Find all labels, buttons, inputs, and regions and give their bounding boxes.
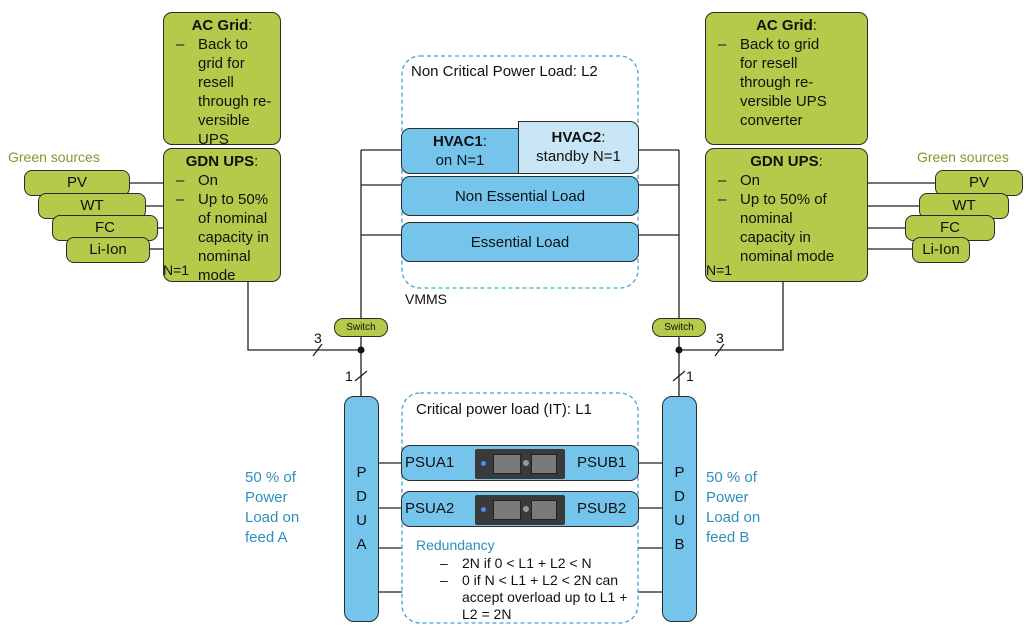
- critical-title: Critical power load (IT): L1: [416, 401, 592, 418]
- pdu-a-letter: D: [356, 488, 367, 505]
- hvac1-status: on N=1: [435, 152, 485, 169]
- redundancy-item: 2N if 0 < L1 + L2 < N: [440, 555, 638, 572]
- server-icon: [475, 495, 565, 525]
- right-wire-count-three: 3: [716, 330, 724, 346]
- left-ups-title: GDN UPS:: [185, 153, 259, 170]
- server-row-1: PSUA1 PSUB1: [401, 445, 639, 481]
- right-ac-grid-item: Back to grid for resell through re-versi…: [718, 35, 835, 130]
- redundancy-title: Redundancy: [416, 537, 495, 553]
- pdu-a: P D U A: [344, 396, 379, 622]
- right-source-wt: WT: [919, 193, 1009, 219]
- redundancy-item: 0 if N < L1 + L2 < 2N can accept overloa…: [440, 572, 638, 623]
- psu-b2-label: PSUB2: [577, 500, 627, 517]
- left-n-label: N=1: [163, 262, 190, 278]
- left-ac-grid-box: AC Grid: Back to grid for resell through…: [163, 12, 281, 167]
- pdu-b-letter: P: [674, 464, 685, 481]
- pdu-b: P D U B: [662, 396, 697, 622]
- left-source-pv: PV: [24, 170, 130, 196]
- pdu-a-letter: A: [356, 536, 367, 553]
- pdu-a-letter: P: [356, 464, 367, 481]
- pdu-b-letter: B: [674, 536, 685, 553]
- pdu-a-letter: U: [356, 512, 367, 529]
- left-source-li-ion: Li-Ion: [66, 237, 150, 263]
- redundancy-list: 2N if 0 < L1 + L2 < N 0 if N < L1 + L2 <…: [432, 555, 638, 623]
- right-ups-box: GDN UPS: On Up to 50% of nominal capacit…: [705, 148, 868, 282]
- right-green-sources-label: Green sources: [917, 149, 1009, 165]
- right-ups-item: On: [718, 171, 843, 190]
- noncritical-title: Non Critical Power Load: L2: [411, 63, 598, 80]
- pdu-a-feed-text: 50 % of Power Load on feed A: [245, 469, 300, 546]
- left-ups-item: Up to 50% of nominal capacity in nominal…: [176, 190, 276, 285]
- right-wire-count-one: 1: [686, 368, 694, 384]
- left-ups-box: GDN UPS: On Up to 50% of nominal capacit…: [163, 148, 281, 285]
- left-ac-grid-title: AC Grid:: [191, 17, 253, 34]
- pdu-b-feed-text: 50 % of Power Load on feed B: [706, 469, 761, 546]
- right-ac-grid-box: AC Grid: Back to grid for resell through…: [705, 12, 868, 145]
- hvac1-box: HVAC1: on N=1: [401, 128, 519, 174]
- right-source-li-ion: Li-Ion: [912, 237, 970, 263]
- hvac2-status: standby N=1: [536, 148, 621, 165]
- psu-a2-label: PSUA2: [405, 500, 455, 517]
- essential-load-box: Essential Load: [401, 222, 639, 262]
- non-essential-load-box: Non Essential Load: [401, 176, 639, 216]
- vmms-label: VMMS: [405, 291, 447, 307]
- left-source-fc: FC: [52, 215, 158, 241]
- psu-a1-label: PSUA1: [405, 454, 455, 471]
- left-wire-count-three: 3: [314, 330, 322, 346]
- server-icon: [475, 449, 565, 479]
- psu-b1-label: PSUB1: [577, 454, 627, 471]
- right-source-fc: FC: [905, 215, 995, 241]
- hvac1-name: HVAC1: [433, 133, 483, 150]
- server-row-2: PSUA2 PSUB2: [401, 491, 639, 527]
- right-ups-item: Up to 50% of nominal capacity in nominal…: [718, 190, 843, 266]
- right-n-label: N=1: [706, 262, 733, 278]
- pdu-b-letter: U: [674, 512, 685, 529]
- pdu-b-letter: D: [674, 488, 685, 505]
- left-switch: Switch: [334, 318, 388, 337]
- right-switch: Switch: [652, 318, 706, 337]
- left-green-sources-label: Green sources: [8, 149, 100, 165]
- hvac2-name: HVAC2: [551, 129, 602, 146]
- right-ups-title: GDN UPS:: [750, 153, 823, 170]
- left-ups-item: On: [176, 171, 276, 190]
- hvac2-box: HVAC2: standby N=1: [518, 121, 639, 174]
- right-ac-grid-title: AC Grid:: [756, 17, 817, 34]
- left-wire-count-one: 1: [345, 368, 353, 384]
